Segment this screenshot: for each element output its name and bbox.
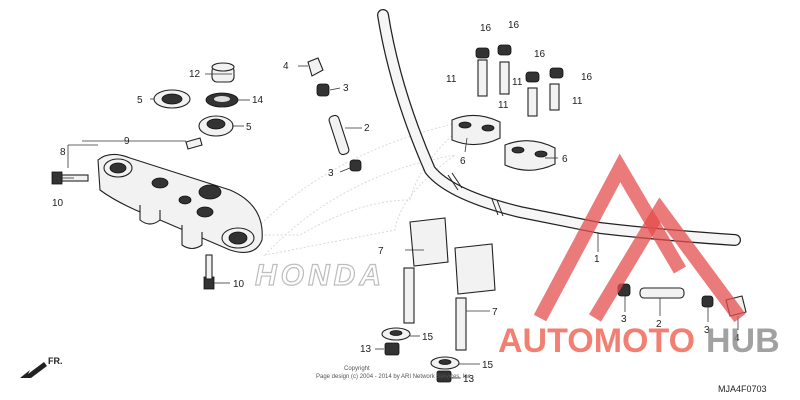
bearing-5-lower bbox=[198, 115, 234, 137]
label-part-3-lower: 3 bbox=[328, 168, 334, 179]
label-part-1: 1 bbox=[594, 254, 600, 265]
label-part-10-lower: 10 bbox=[233, 279, 245, 290]
leader-lines bbox=[62, 65, 739, 379]
copyright-title: Copyright bbox=[344, 366, 370, 372]
label-part-9: 9 bbox=[124, 136, 130, 147]
label-part-2: 2 bbox=[364, 123, 370, 134]
bearing-5-upper bbox=[153, 89, 191, 109]
label-part-11-d: 11 bbox=[572, 96, 583, 107]
label-part-5-lower: 5 bbox=[246, 122, 252, 133]
label-part-15-right: 15 bbox=[482, 360, 494, 371]
bolt-11-b bbox=[497, 44, 512, 95]
label-part-13-right: 13 bbox=[463, 374, 475, 385]
label-part-7-left: 7 bbox=[378, 246, 384, 257]
label-part-10-upper: 10 bbox=[52, 198, 64, 209]
cap-3-right-b bbox=[701, 295, 714, 308]
label-part-16-d: 16 bbox=[581, 72, 593, 83]
upper-holder-6-left bbox=[451, 114, 501, 146]
label-part-3-right-a: 3 bbox=[621, 314, 627, 325]
diagram-code: MJA4F0703 bbox=[718, 384, 767, 394]
cushion-15-right bbox=[430, 356, 460, 370]
watermark-text-red: AUTOMOTO bbox=[498, 322, 695, 360]
label-part-11-a: 11 bbox=[446, 74, 457, 85]
cap-3-lower bbox=[349, 159, 362, 172]
label-part-11-b: 11 bbox=[512, 77, 523, 88]
label-part-16-b: 16 bbox=[508, 20, 520, 31]
lower-holder-7-right bbox=[454, 243, 496, 351]
label-part-2-right: 2 bbox=[656, 319, 662, 330]
upper-holder-6-right bbox=[504, 140, 556, 171]
bolt-11-a bbox=[475, 47, 490, 97]
nut-13-left bbox=[384, 342, 400, 356]
label-part-12: 12 bbox=[189, 69, 201, 80]
honda-watermark-text: HONDA bbox=[255, 259, 385, 292]
cushion-15-left bbox=[381, 327, 411, 341]
part-labels: 1 2 3 3 4 5 5 6 6 7 7 8 9 10 10 11 11 11… bbox=[52, 20, 740, 385]
top-bridge bbox=[97, 153, 263, 253]
front-arrow-icon: FR. bbox=[20, 356, 63, 378]
honda-wing-watermark bbox=[248, 119, 471, 256]
automotohub-watermark: AUTOMOTO HUB bbox=[498, 153, 780, 360]
label-part-11-c: 11 bbox=[498, 100, 509, 111]
label-part-16-c: 16 bbox=[534, 49, 546, 60]
cap-3-upper bbox=[316, 83, 330, 97]
handlebar bbox=[377, 9, 741, 246]
bolt-11-d bbox=[549, 67, 564, 111]
label-part-15-left: 15 bbox=[422, 332, 434, 343]
washer-9 bbox=[185, 137, 203, 150]
pin-2 bbox=[328, 114, 350, 156]
pin-2-right bbox=[639, 287, 685, 299]
label-part-6-right: 6 bbox=[562, 154, 568, 165]
bolt-10-lower bbox=[203, 254, 215, 290]
washer-14 bbox=[205, 92, 239, 108]
label-part-3-upper: 3 bbox=[343, 83, 349, 94]
label-part-16-a: 16 bbox=[480, 23, 492, 34]
copyright-line: Page design (c) 2004 - 2014 by ARI Netwo… bbox=[316, 374, 473, 380]
watermark-text-grey: HUB bbox=[706, 322, 780, 360]
nut-12 bbox=[211, 62, 235, 83]
label-part-3-right-b: 3 bbox=[704, 325, 710, 336]
label-part-14: 14 bbox=[252, 95, 264, 106]
holder-4 bbox=[307, 57, 324, 77]
label-part-7-right: 7 bbox=[492, 307, 498, 318]
bolt-11-c bbox=[525, 71, 540, 117]
nut-13-right bbox=[436, 370, 452, 383]
label-part-5-upper: 5 bbox=[137, 95, 143, 106]
lower-holder-7-left bbox=[403, 217, 449, 324]
front-arrow-label: FR. bbox=[48, 356, 63, 366]
label-part-8: 8 bbox=[60, 147, 66, 158]
label-part-4: 4 bbox=[283, 61, 289, 72]
label-part-4-right: 4 bbox=[734, 333, 740, 344]
label-part-6-left: 6 bbox=[460, 156, 466, 167]
label-part-13-left: 13 bbox=[360, 344, 372, 355]
